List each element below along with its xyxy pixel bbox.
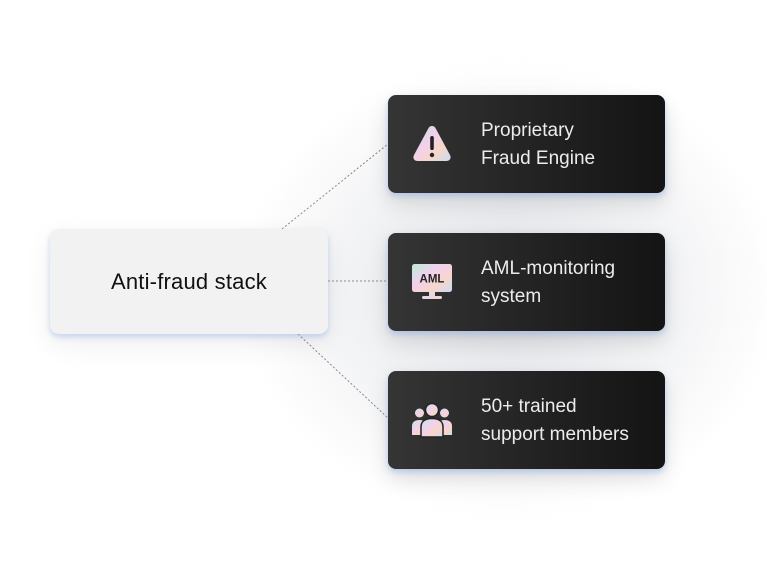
aml-icon-text: AML bbox=[420, 274, 445, 286]
card-line: 50+ trained bbox=[481, 396, 577, 417]
card-aml-monitoring-text: AML-monitoring system bbox=[481, 255, 656, 311]
people-group-icon bbox=[412, 402, 452, 438]
main-node-label: Anti-fraud stack bbox=[110, 268, 268, 294]
anti-fraud-stack-node: Anti-fraud stack bbox=[50, 229, 328, 334]
connector-top bbox=[281, 143, 389, 230]
card-line: Proprietary bbox=[481, 120, 574, 141]
card-fraud-engine: Proprietary Fraud Engine bbox=[388, 95, 665, 193]
card-support-members: 50+ trained support members bbox=[388, 371, 665, 469]
card-line: system bbox=[481, 286, 542, 307]
connector-bottom bbox=[297, 333, 389, 419]
card-aml-monitoring: AML AML-monitoring system bbox=[388, 233, 665, 331]
card-line: Fraud Engine bbox=[481, 148, 596, 169]
card-support-members-text: 50+ trained support members bbox=[481, 393, 656, 449]
card-line: support members bbox=[481, 424, 629, 445]
aml-monitor-icon: AML bbox=[412, 264, 452, 299]
card-line: AML-monitoring bbox=[481, 258, 616, 279]
card-fraud-engine-text: Proprietary Fraud Engine bbox=[481, 117, 656, 173]
warning-triangle-icon bbox=[413, 126, 451, 161]
